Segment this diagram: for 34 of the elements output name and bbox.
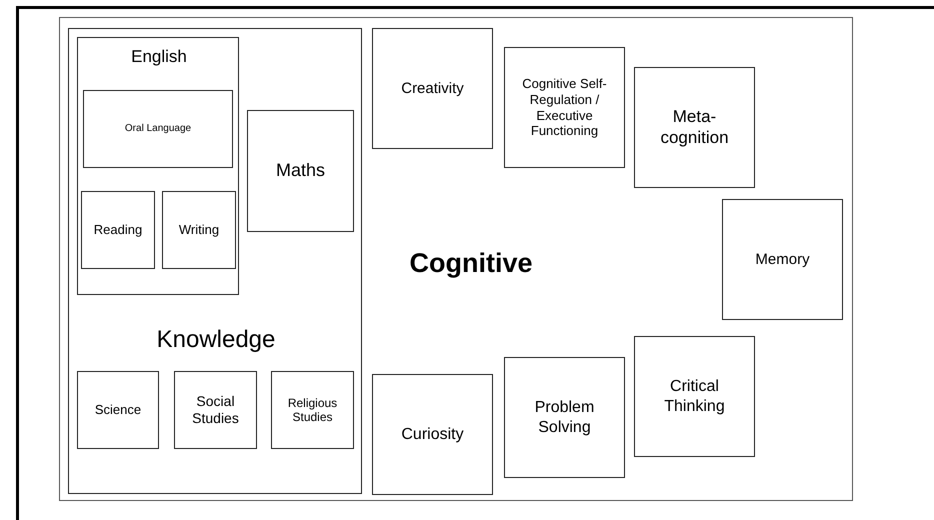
topic-box <box>83 90 233 168</box>
group-box <box>68 28 362 494</box>
topic-label: Creativity <box>401 80 464 98</box>
topic-box <box>174 371 257 449</box>
topic-box <box>372 374 493 495</box>
topic-label: Cognitive Self-Regulation / Executive Functioning <box>521 76 608 139</box>
topic-label: Oral Language <box>124 123 192 135</box>
topic-label: Meta- cognition <box>659 107 730 148</box>
topic-label: Reading <box>94 222 142 238</box>
group-title: Knowledge <box>156 325 276 355</box>
topic-box <box>504 47 625 168</box>
topic-box <box>722 199 843 320</box>
topic-box <box>634 336 755 457</box>
topic-label: Critical Thinking <box>663 377 726 416</box>
topic-label: Memory <box>755 250 810 268</box>
topic-box <box>271 371 354 449</box>
topic-box <box>77 371 159 449</box>
topic-label: Social Studies <box>191 393 240 427</box>
group-title: Cognitive <box>409 246 532 280</box>
topic-label: Science <box>94 402 142 418</box>
topic-label: Curiosity <box>401 424 464 444</box>
topic-box <box>372 28 493 149</box>
topic-box <box>504 357 625 478</box>
topic-label: Maths <box>276 160 326 182</box>
topic-box <box>81 191 155 269</box>
topic-box <box>247 110 354 232</box>
topic-label: Religious Studies <box>286 396 338 424</box>
topic-label: Problem Solving <box>534 398 596 437</box>
topic-box <box>162 191 236 269</box>
topic-box <box>634 67 755 188</box>
group-box <box>77 37 239 295</box>
group-box <box>59 17 853 501</box>
group-title: English <box>131 46 187 68</box>
topic-label: Writing <box>178 222 220 238</box>
